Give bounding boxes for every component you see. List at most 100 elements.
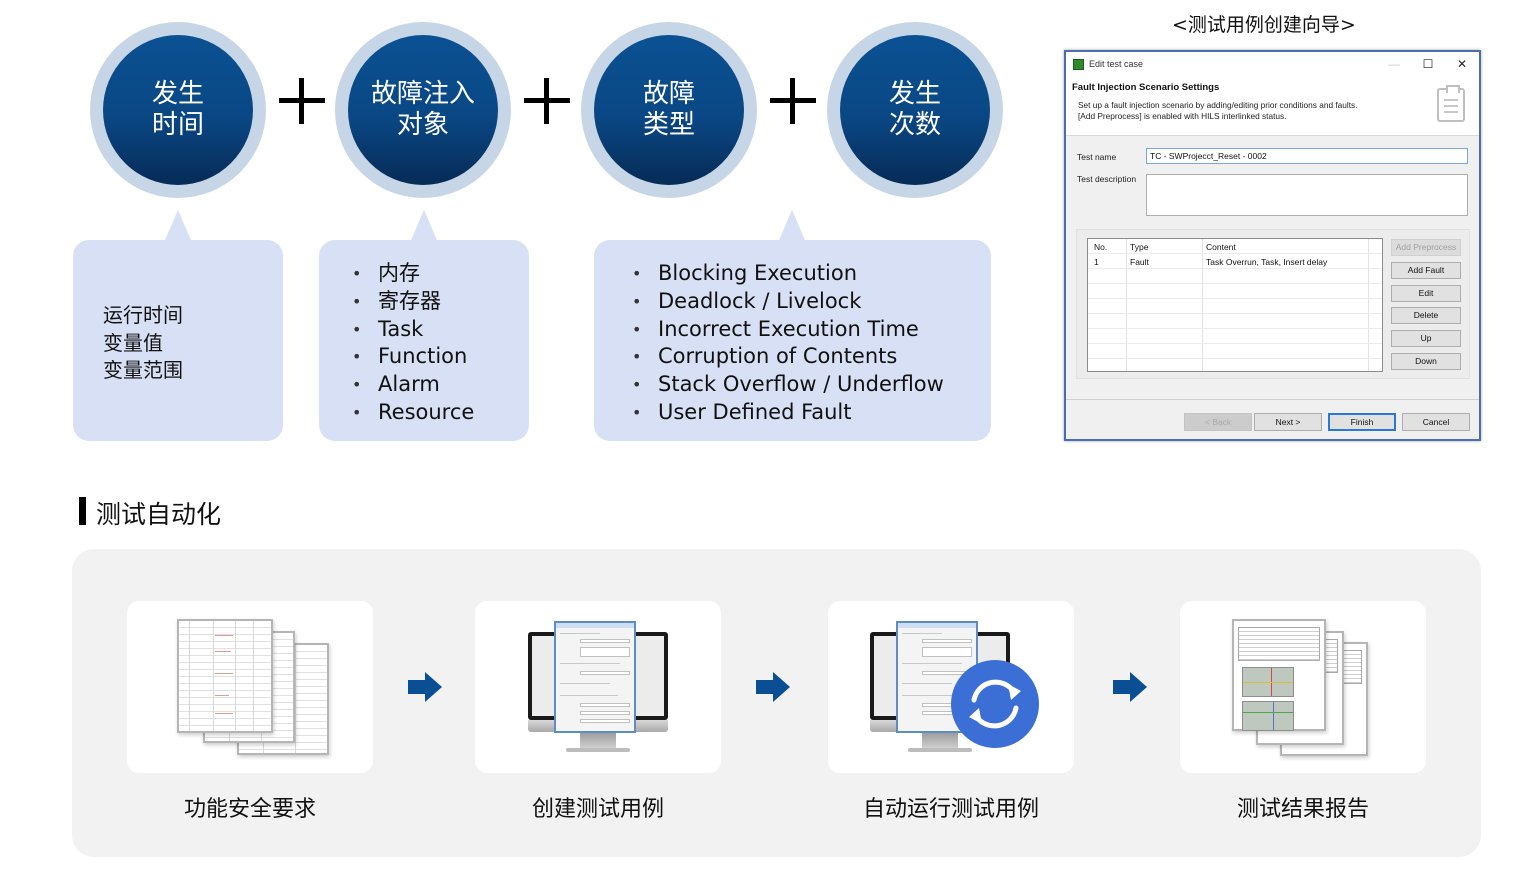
column-header-content: Content [1206, 242, 1236, 252]
add-fault-button[interactable]: Add Fault [1391, 262, 1461, 279]
occurrence-time-bubble: 运行时间 变量值 变量范围 [73, 210, 283, 441]
up-button[interactable]: Up [1391, 330, 1461, 347]
list-item: Task [352, 316, 474, 344]
dialog-title: Edit test case [1089, 59, 1144, 69]
step-label: 测试结果报告 [1236, 797, 1369, 822]
list-item: 内存 [352, 260, 474, 288]
occurrence-time-list: 运行时间 变量值 变量范围 [103, 302, 183, 385]
step-card-requirements [127, 601, 373, 773]
factor-label: 发生 时间 [151, 79, 204, 140]
down-button[interactable]: Down [1391, 353, 1461, 370]
dialog-titlebar: Edit test case — ☐ ✕ [1066, 52, 1479, 76]
table-row-empty [1088, 329, 1382, 344]
cell-no: 1 [1094, 257, 1099, 267]
minimize-icon[interactable]: — [1388, 57, 1400, 71]
table-row-empty [1088, 299, 1382, 314]
plus-icon [524, 78, 570, 124]
cancel-button[interactable]: Cancel [1402, 413, 1470, 431]
maximize-icon[interactable]: ☐ [1422, 57, 1434, 71]
factor-circle: 发生 时间 [103, 35, 253, 185]
clipboard-icon [1437, 85, 1465, 122]
dialog-thumbnail [554, 621, 636, 733]
list-item: Alarm [352, 371, 474, 399]
fault-type-bubble: Blocking Execution Deadlock / Livelock I… [594, 210, 991, 441]
list-item: 运行时间 [103, 303, 183, 327]
list-item: Blocking Execution [632, 260, 944, 288]
table-row-empty [1088, 344, 1382, 359]
step-card-report [1180, 601, 1426, 773]
dialog-description: Set up a fault injection scenario by add… [1078, 100, 1358, 121]
back-button[interactable]: < Back [1184, 413, 1252, 431]
factor-circle: 发生 次数 [840, 35, 990, 185]
list-item: 变量范围 [103, 358, 183, 382]
arrow-right-icon [1113, 672, 1147, 702]
chart-thumbnail [1242, 701, 1294, 731]
step-label: 功能安全要求 [183, 797, 316, 822]
injection-target-bubble: 内存 寄存器 Task Function Alarm Resource [319, 210, 529, 441]
test-description-label: Test description [1077, 174, 1137, 184]
table-row-empty [1088, 314, 1382, 329]
edit-test-case-dialog: Edit test case — ☐ ✕ Fault Injection Sce… [1064, 50, 1481, 441]
dialog-heading: Fault Injection Scenario Settings [1072, 82, 1220, 93]
list-item: Function [352, 343, 474, 371]
list-item: 变量值 [103, 330, 163, 355]
chart-thumbnail [1242, 667, 1294, 697]
report-page [1232, 619, 1326, 731]
column-divider [1368, 239, 1369, 371]
cell-type: Fault [1130, 257, 1149, 267]
bubble-pointer [779, 210, 805, 240]
scenario-table: No. Type Content 1 Fault Task Overrun, T… [1087, 238, 1383, 372]
bubble-pointer [411, 210, 437, 240]
factor-occurrence-count: 发生 次数 [827, 22, 1003, 198]
section-title: 测试自动化 [96, 500, 222, 529]
column-divider [1126, 239, 1127, 371]
plus-icon [770, 78, 816, 124]
cell-content: Task Overrun, Task, Insert delay [1206, 257, 1328, 267]
monitor-stand [580, 732, 616, 748]
column-header-type: Type [1130, 242, 1149, 252]
monitor-base [908, 748, 972, 752]
step-card-auto-run [828, 601, 1074, 773]
add-preprocess-button[interactable]: Add Preprocess [1391, 239, 1461, 256]
automation-panel: 功能安全要求 创建测试用例 [72, 549, 1481, 857]
app-icon [1073, 58, 1084, 70]
test-description-input[interactable] [1146, 174, 1468, 216]
factor-circle: 故障注入 对象 [348, 35, 498, 185]
dialog-header: Fault Injection Scenario Settings Set up… [1066, 76, 1479, 136]
factor-label: 故障 类型 [642, 79, 695, 140]
list-item: Incorrect Execution Time [632, 316, 944, 344]
list-item: Resource [352, 399, 474, 427]
step-label: 自动运行测试用例 [862, 797, 1039, 822]
factor-label: 发生 次数 [888, 79, 941, 140]
section-marker [79, 497, 86, 525]
arrow-right-icon [408, 672, 442, 702]
arrow-right-icon [756, 672, 790, 702]
list-item: Corruption of Contents [632, 343, 944, 371]
test-name-input[interactable]: TC - SWProjecct_Reset - 0002 [1146, 148, 1468, 164]
factor-label: 故障注入 对象 [370, 79, 475, 140]
factor-fault-type: 故障 类型 [581, 22, 757, 198]
factor-circle: 故障 类型 [594, 35, 744, 185]
edit-button[interactable]: Edit [1391, 285, 1461, 302]
monitor-stand [922, 732, 958, 748]
step-label: 创建测试用例 [531, 797, 664, 822]
column-divider [1202, 239, 1203, 371]
list-item: User Defined Fault [632, 399, 944, 427]
step-card-create [475, 601, 721, 773]
close-icon[interactable]: ✕ [1456, 57, 1468, 71]
factor-injection-target: 故障注入 对象 [335, 22, 511, 198]
footer-divider [1066, 399, 1479, 400]
sync-arrows-glyph [969, 679, 1021, 729]
scenario-group: No. Type Content 1 Fault Task Overrun, T… [1076, 229, 1470, 379]
document-page [177, 619, 273, 733]
column-header-no: No. [1094, 242, 1108, 252]
table-row[interactable]: 1 Fault Task Overrun, Task, Insert delay [1088, 254, 1382, 269]
next-button[interactable]: Next > [1254, 413, 1322, 431]
table-row-empty [1088, 269, 1382, 284]
finish-button[interactable]: Finish [1328, 413, 1396, 431]
table-header: No. Type Content [1088, 239, 1382, 254]
list-item: Deadlock / Livelock [632, 288, 944, 316]
list-item: 寄存器 [352, 288, 474, 316]
plus-icon [279, 78, 325, 124]
delete-button[interactable]: Delete [1391, 307, 1461, 324]
